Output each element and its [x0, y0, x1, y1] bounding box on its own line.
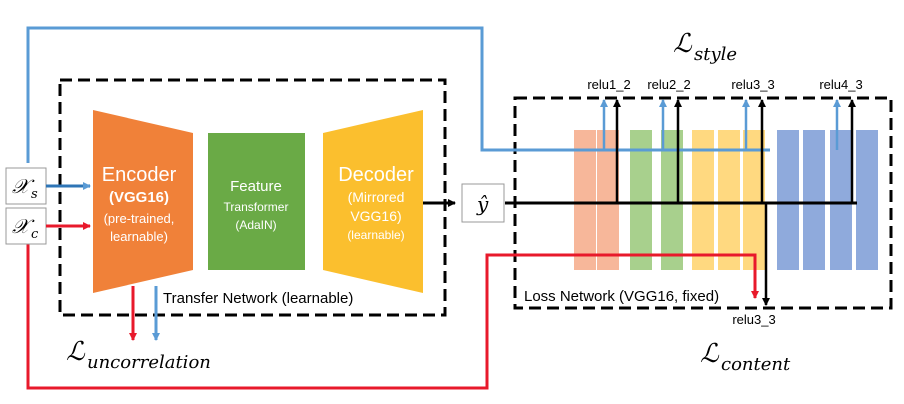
- encoder-line4: learnable): [110, 229, 168, 244]
- content-loss-symbol: ℒ: [700, 339, 720, 369]
- transformer-line3: (AdaIN): [235, 218, 276, 232]
- output-box: [461, 183, 505, 223]
- loss-network-label: Loss Network (VGG16, fixed): [524, 288, 719, 305]
- loss-layer-10: [830, 130, 852, 270]
- loss-layer-11: [856, 130, 878, 270]
- relu-label-4: relu4_3: [819, 77, 862, 92]
- loss-network-layers: [574, 130, 878, 270]
- content-loop-path: [26, 240, 759, 390]
- loss-layer-2: [597, 130, 619, 270]
- relu-content-label: relu3_3: [732, 312, 775, 327]
- style-loop-path: [26, 26, 770, 163]
- transformer-line1: Feature: [230, 178, 282, 195]
- loss-layer-9: [803, 130, 825, 270]
- decoder-line3: VGG16): [350, 208, 401, 224]
- transfer-network-box: [58, 78, 447, 317]
- encoder-line2: (VGG16): [109, 189, 169, 206]
- style-loss-sub: style: [694, 44, 737, 65]
- relu-label-1: relu1_2: [587, 77, 630, 92]
- feature-transformer-block: [208, 133, 305, 270]
- transformer-line2: Transformer: [224, 200, 289, 214]
- loss-layer-1: [574, 130, 596, 270]
- encoder-block: [93, 110, 193, 293]
- encoder-title: Encoder: [102, 164, 177, 186]
- loss-layer-5: [692, 130, 714, 270]
- decoder-line4: (learnable): [347, 228, 404, 242]
- loss-layer-8: [777, 130, 799, 270]
- loss-layer-3: [630, 130, 652, 270]
- output-symbol: ŷ: [476, 192, 489, 216]
- decoder-title: Decoder: [338, 164, 414, 186]
- style-input-box: [5, 167, 47, 205]
- uncorrelation-loss-symbol: ℒ: [66, 337, 86, 367]
- relu-label-2: relu2_2: [647, 77, 690, 92]
- content-loss-sub: content: [721, 354, 791, 375]
- encoder-line3: (pre-trained,: [104, 211, 175, 226]
- uncorrelation-loss-sub: uncorrelation: [87, 352, 211, 373]
- content-input-sub: c: [31, 227, 39, 242]
- loss-layer-7: [743, 130, 765, 270]
- relu-label-3: relu3_3: [731, 77, 774, 92]
- decoder-line2: (Mirrored: [348, 189, 405, 205]
- content-input-box: [5, 207, 47, 245]
- transfer-network-label: Transfer Network (learnable): [163, 290, 353, 307]
- loss-layer-6: [718, 130, 740, 270]
- style-input-sub: s: [31, 187, 38, 202]
- decoder-block: [323, 110, 423, 293]
- style-loss-symbol: ℒ: [673, 29, 693, 59]
